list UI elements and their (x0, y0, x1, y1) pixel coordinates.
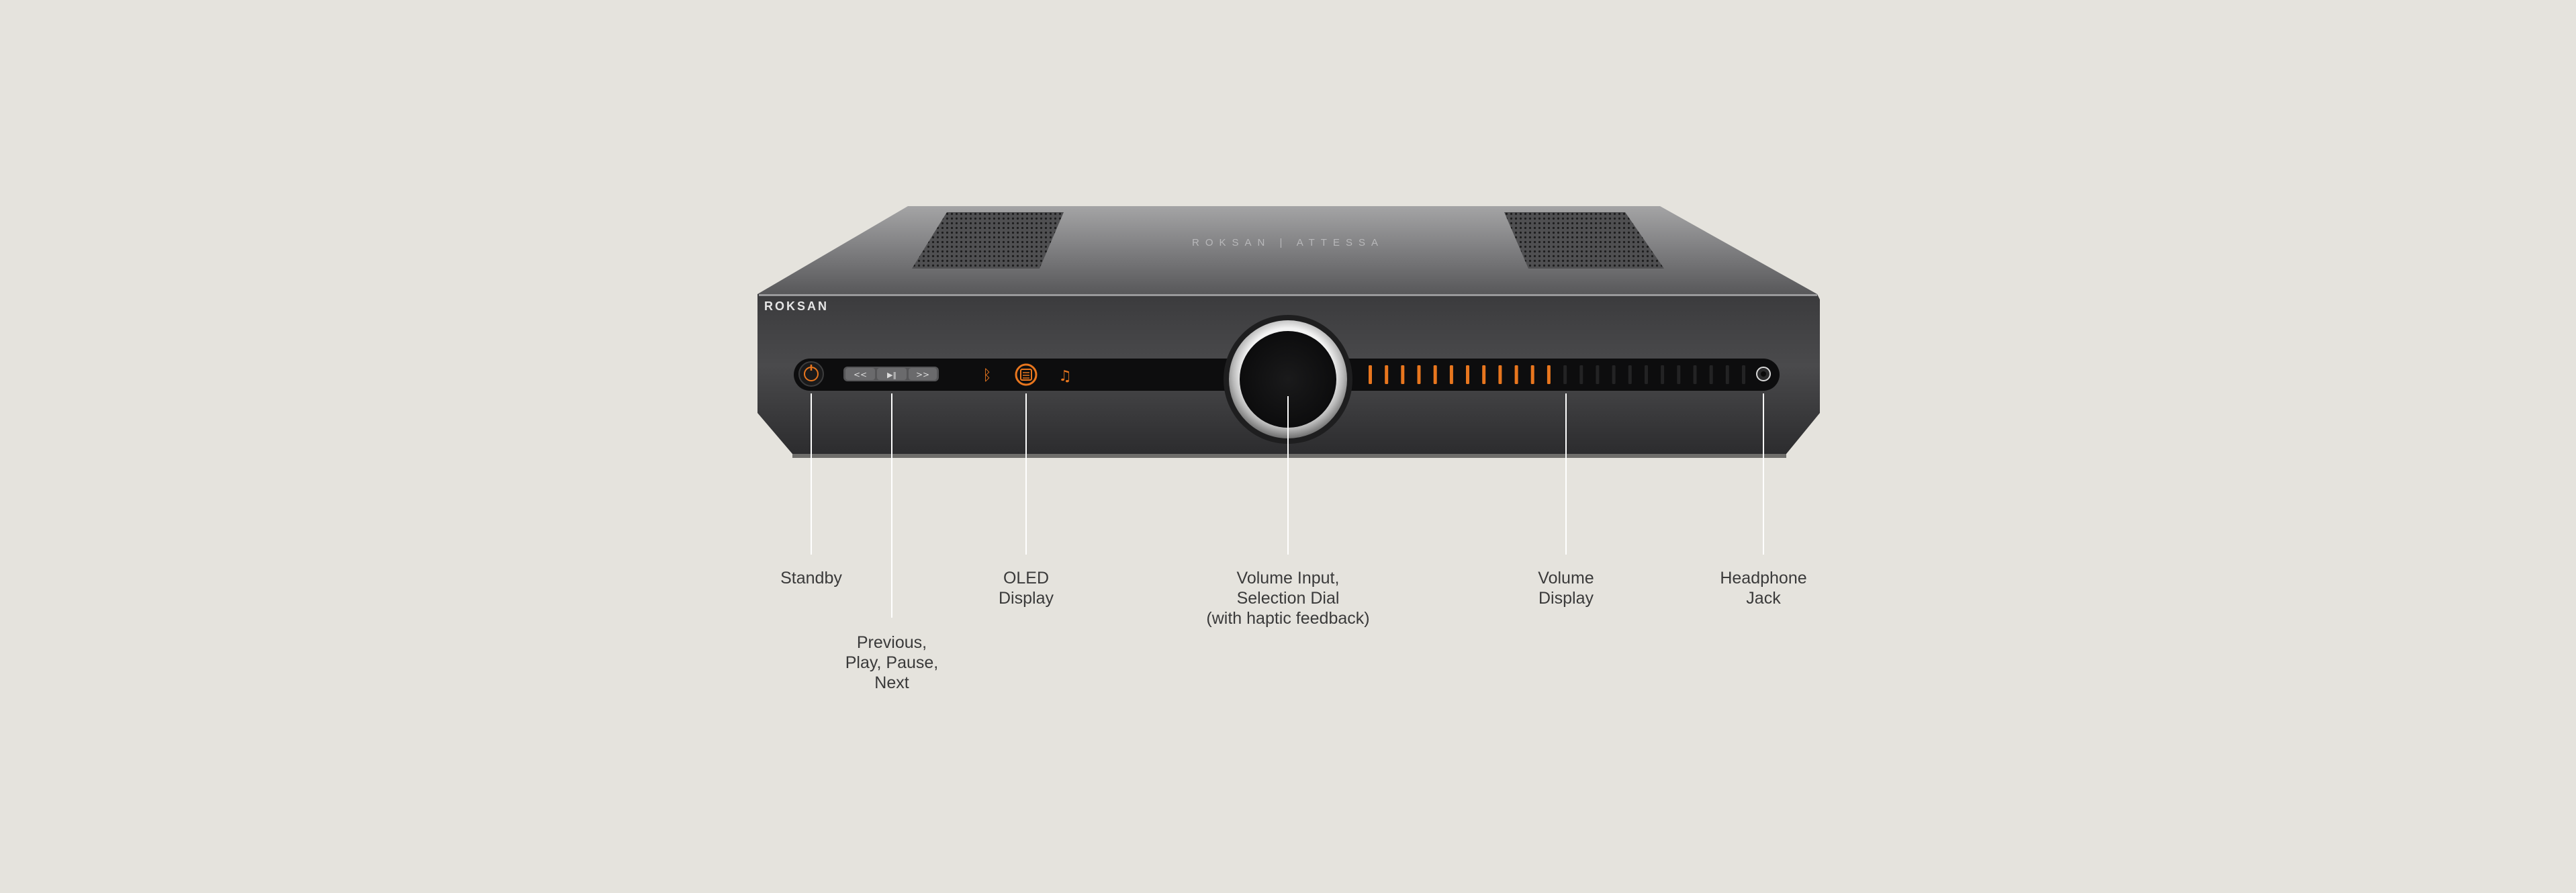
transport-buttons: << ▶‖ >> (843, 367, 939, 381)
volume-bar-lit (1401, 365, 1405, 384)
headphone-jack[interactable] (1756, 367, 1771, 381)
right-vent-grille (1504, 212, 1664, 269)
next-button[interactable]: >> (909, 368, 937, 380)
volume-bar-unlit (1612, 365, 1616, 384)
previous-icon: << (854, 370, 867, 379)
music-icon: ♫ (1058, 368, 1072, 385)
volume-bar-unlit (1628, 365, 1632, 384)
bluetooth-icon: ᛒ (982, 367, 991, 384)
volume-bar-unlit (1563, 365, 1567, 384)
volume-bar-unlit (1742, 365, 1745, 384)
volume-bar-lit (1369, 365, 1372, 384)
volume-bar-unlit (1709, 365, 1713, 384)
top-panel (757, 206, 1817, 294)
volume-bar-lit (1547, 365, 1551, 384)
callout-standby: Standby (780, 569, 842, 588)
left-vent-grille (912, 212, 1064, 269)
volume-bar-lit (1466, 365, 1469, 384)
top-logo: ROKSAN | ATTESSA (1192, 237, 1384, 248)
callout-oled: OLED Display (999, 569, 1054, 608)
oled-display: ᛒ ♫ (982, 363, 1072, 386)
leader-lines (811, 393, 1764, 618)
next-icon: >> (916, 370, 929, 379)
volume-bar-unlit (1677, 365, 1681, 384)
volume-bar-unlit (1725, 365, 1729, 384)
volume-bar-lit (1385, 365, 1389, 384)
volume-bar-lit (1417, 365, 1421, 384)
volume-bar-lit (1498, 365, 1502, 384)
callout-headphone: Headphone Jack (1720, 569, 1807, 608)
callout-transport: Previous, Play, Pause, Next (845, 633, 939, 692)
input-icon (1015, 363, 1038, 386)
volume-bar-unlit (1645, 365, 1648, 384)
volume-bar-lit (1514, 365, 1518, 384)
callout-dial: Volume Input, Selection Dial (with hapti… (1206, 569, 1370, 628)
volume-bar-unlit (1579, 365, 1583, 384)
previous-button[interactable]: << (845, 368, 875, 380)
volume-selection-dial[interactable] (1224, 315, 1352, 444)
volume-bar-unlit (1596, 365, 1600, 384)
play-pause-button[interactable]: ▶‖ (877, 368, 907, 380)
volume-bar-unlit (1661, 365, 1665, 384)
callout-volume: Volume Display (1538, 569, 1594, 608)
volume-bar-unlit (1693, 365, 1697, 384)
volume-bar-lit (1482, 365, 1486, 384)
play-pause-icon: ▶‖ (887, 371, 896, 379)
standby-button[interactable] (798, 361, 824, 387)
volume-bar-lit (1433, 365, 1437, 384)
volume-bar-lit (1530, 365, 1534, 384)
volume-bar-lit (1449, 365, 1453, 384)
volume-display (1369, 365, 1745, 384)
brand-logo: ROKSAN (764, 299, 829, 313)
